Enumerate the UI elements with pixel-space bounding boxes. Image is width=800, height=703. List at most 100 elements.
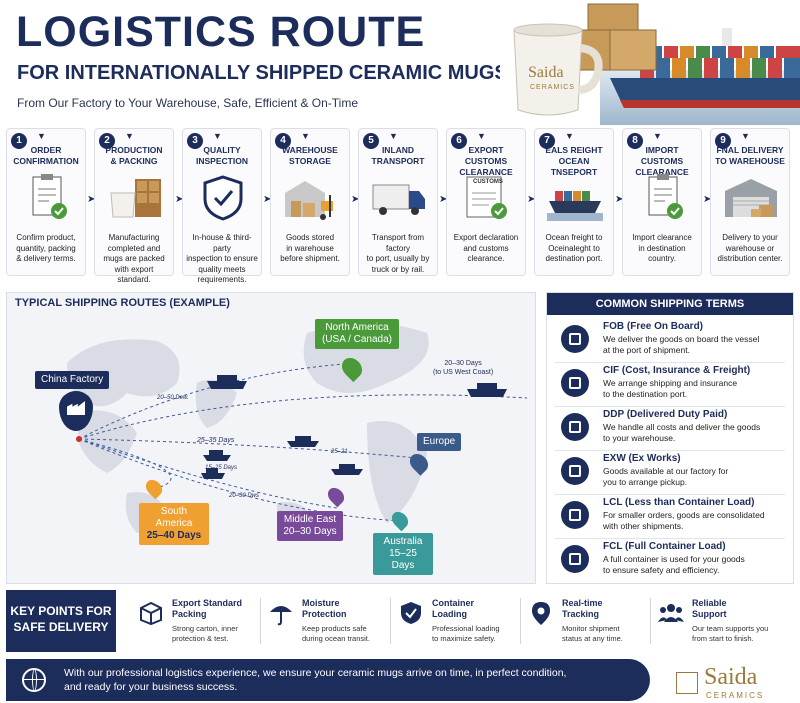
brand-logo: Saida CERAMICS <box>676 664 796 702</box>
factory-pin-icon <box>59 391 93 431</box>
routes-title: TYPICAL SHIPPING ROUTES (EXAMPLE) <box>15 297 230 309</box>
clipboard-check-icon <box>19 173 75 223</box>
team-icon <box>658 600 684 626</box>
term-description: We deliver the goods on board the vessel… <box>603 334 760 355</box>
arrow-right-icon: ➤ <box>703 194 712 205</box>
step-number: 5 <box>363 133 379 149</box>
step-number: 8 <box>627 133 643 149</box>
footer-banner: With our professional logistics experien… <box>6 659 650 701</box>
australia-label: Australia 15–25 Days <box>373 533 433 575</box>
term-divider <box>555 362 785 363</box>
arrow-down-icon: ▼ <box>565 131 574 141</box>
customs-doc-label: CUSTOMS <box>473 179 503 185</box>
term-divider <box>555 406 785 407</box>
term-description: We handle all costs and deliver the good… <box>603 422 761 443</box>
key-point-divider <box>650 598 651 644</box>
term-name: LCL (Less than Container Load) <box>603 497 755 508</box>
arrow-down-icon: ▼ <box>125 131 134 141</box>
term-name: FOB (Free On Board) <box>603 321 704 332</box>
shield-check-icon <box>195 173 251 223</box>
page-subtitle: FOR INTERNATIONALLY SHIPPED CERAMIC MUGS <box>17 62 508 84</box>
cargo-ship-icon <box>610 28 800 108</box>
package-icon <box>138 600 164 626</box>
mug-brand-sub: CERAMICS <box>530 84 575 91</box>
tagline: From Our Factory to Your Warehouse, Safe… <box>17 96 359 110</box>
umbrella-icon <box>268 600 294 626</box>
key-point-divider <box>260 598 261 644</box>
shipping-term: FOB (Free On Board) We deliver the goods … <box>547 319 793 363</box>
term-description: For smaller orders, goods are consolidat… <box>603 510 765 531</box>
key-point-divider <box>520 598 521 644</box>
origin-label: China Factory <box>35 371 110 389</box>
cargo-ship-icon <box>547 173 603 223</box>
mug-cartons-icon <box>107 173 163 223</box>
box-icon <box>561 413 589 441</box>
europe-label: Europe <box>417 433 462 451</box>
step-title: PRODUCTION& PACKING <box>105 145 163 166</box>
warehouse-forklift-icon <box>283 173 339 223</box>
step-number: 4 <box>275 133 291 149</box>
arrow-right-icon: ➤ <box>351 194 360 205</box>
arrow-down-icon: ▼ <box>653 131 662 141</box>
ship-icon <box>561 325 589 353</box>
terms-heading: COMMON SHIPPING TERMS <box>547 293 793 315</box>
customs-document-icon: CUSTOMS <box>459 173 515 223</box>
location-pin-icon <box>528 600 554 626</box>
term-name: EXW (Ex Works) <box>603 453 681 464</box>
container-icon <box>561 545 589 573</box>
shield-check-icon <box>398 600 424 626</box>
container-icon <box>561 501 589 529</box>
shipping-term: CIF (Cost, Insurance & Freight)We arrang… <box>547 363 793 407</box>
route-label: 15–25 Days <box>205 465 238 471</box>
route-label: 25–21 <box>331 449 348 455</box>
route-label: 20–30 Dws <box>229 493 260 499</box>
term-divider <box>555 450 785 451</box>
step-description: Confirm product,quantity, packing& deliv… <box>16 233 76 263</box>
arrow-right-icon: ➤ <box>175 194 184 205</box>
arrow-down-icon: ▼ <box>37 131 46 141</box>
step-number: 7 <box>539 133 555 149</box>
shipping-term: FCL (Full Container Load)A full containe… <box>547 539 793 583</box>
us-transit-days: 20–30 Days (to US West Coast) <box>433 360 494 376</box>
globe-icon <box>22 668 46 692</box>
arrow-down-icon: ▼ <box>301 131 310 141</box>
footer-message: With our professional logistics experien… <box>64 667 567 693</box>
mug-brand: Saida <box>528 64 564 81</box>
arrow-right-icon: ➤ <box>439 194 448 205</box>
logo-mark-icon <box>676 672 698 694</box>
south-america-label: South America 25–40 Days <box>139 503 209 545</box>
route-label: 25–35 Days <box>197 437 235 444</box>
